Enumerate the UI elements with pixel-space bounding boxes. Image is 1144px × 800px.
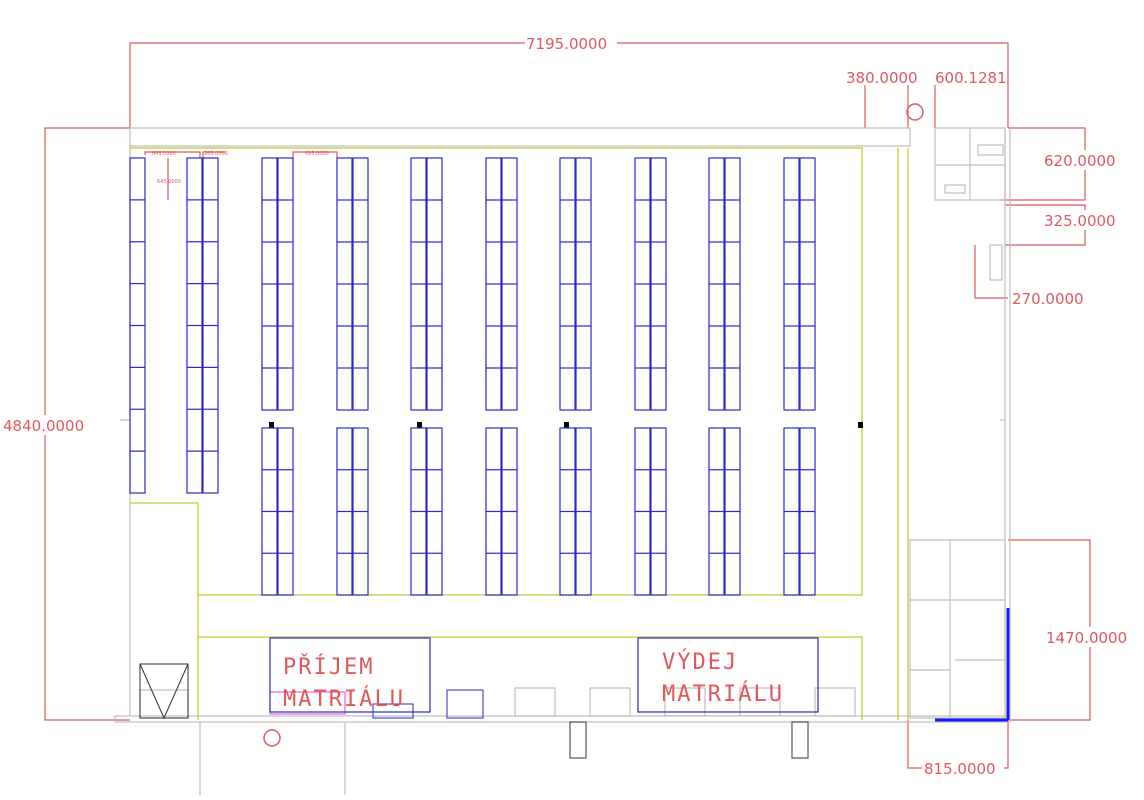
dim-small-d: 695.0000 <box>305 151 329 157</box>
dim-small-c: 285.0000 <box>204 151 228 157</box>
dim-top-right-a: 380.0000 <box>846 69 918 87</box>
columns <box>269 422 863 428</box>
goods-lift-icon <box>139 663 189 720</box>
dim-right-a: 620.0000 <box>1044 152 1116 170</box>
racks <box>129 157 816 596</box>
dim-right-bottom: 1470.0000 <box>1046 629 1127 647</box>
receiving-zone <box>269 637 431 713</box>
walls <box>114 127 1011 795</box>
dispatch-label-1: VÝDEJ <box>662 649 738 675</box>
dim-right-b: 325.0000 <box>1044 212 1116 230</box>
dispatch-zone <box>637 637 819 713</box>
dim-small-a: 645.0000 <box>152 151 176 157</box>
dim-top-right-b: 600.1281 <box>935 69 1007 87</box>
aisle-lines <box>130 147 909 720</box>
dim-right-c: 270.0000 <box>1012 290 1084 308</box>
dim-overall-width: 7195.0000 <box>526 35 607 53</box>
dim-bottom-right: 815.0000 <box>924 760 996 778</box>
receiving-label-1: PŘÍJEM <box>283 654 374 680</box>
receiving-label-2: MATRIÁLU <box>283 686 405 712</box>
stairs-icon <box>569 721 809 759</box>
dim-small-b: 645.0000 <box>157 179 181 185</box>
dispatch-label-2: MATRIÁLU <box>662 681 784 707</box>
dim-overall-height: 4840.0000 <box>3 417 84 435</box>
fire-hydrant-icon <box>263 103 924 747</box>
